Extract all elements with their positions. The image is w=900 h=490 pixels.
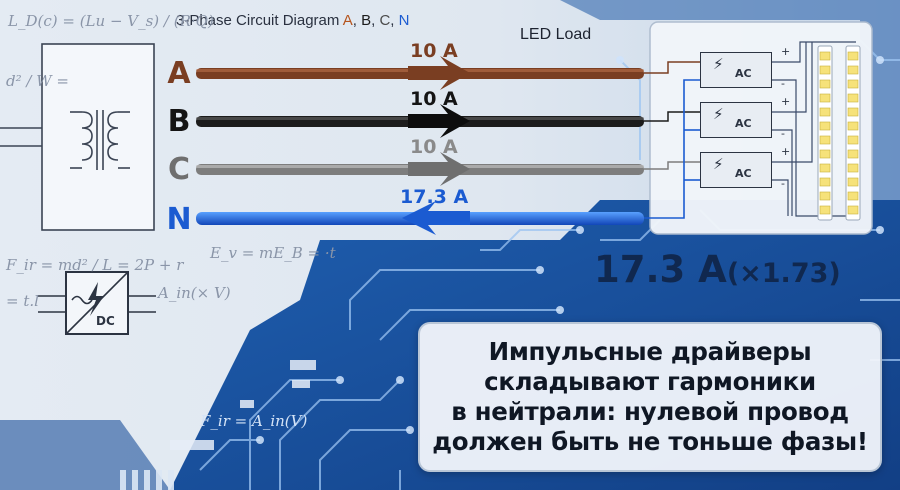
driver-block-1: ⚡ AC + - <box>700 45 790 90</box>
led-chip <box>819 121 831 131</box>
title-phase-a: A <box>342 12 353 29</box>
led-chip <box>847 51 859 61</box>
led-chip <box>847 149 859 159</box>
driver-block-3: ⚡ AC + - <box>700 145 790 190</box>
led-chip <box>819 51 831 61</box>
current-label-n: 17.3 A <box>400 186 469 208</box>
current-label-c: 10 A <box>410 136 458 158</box>
phase-letter-b: B <box>167 104 191 139</box>
title-phase-n: N <box>398 12 410 29</box>
lightning-icon: ⚡ <box>713 155 724 173</box>
diagram-title: 3-Phase Circuit Diagram A, B, C, N <box>176 12 409 29</box>
driver-plus-3: + <box>781 145 791 158</box>
title-phase-c: C <box>379 12 391 29</box>
arrow-n-icon <box>402 201 470 235</box>
led-chip <box>847 205 859 215</box>
led-load-label: LED Load <box>520 26 592 43</box>
lightning-icon <box>88 282 104 316</box>
driver-block-2: ⚡ AC + - <box>700 95 790 140</box>
lightning-icon: ⚡ <box>713 105 724 123</box>
led-chip <box>819 191 831 201</box>
driver-minus-2: - <box>781 127 785 140</box>
led-chip <box>819 177 831 187</box>
title-sep-2: , <box>371 12 380 29</box>
driver-minus-1: - <box>781 77 785 90</box>
driver-label-1: AC <box>735 67 752 80</box>
led-chip <box>847 177 859 187</box>
formula-1: L_D(c) = (Lu − V_s) / (R·Q) <box>8 12 214 30</box>
title-sep-1: , <box>352 12 362 29</box>
led-chip <box>847 107 859 117</box>
phase-letter-n: N <box>166 202 192 237</box>
neutral-total-current: 17.3 A(×1.73) <box>594 248 841 291</box>
phase-letter-c: C <box>167 152 191 187</box>
arrow-b-icon <box>408 104 470 138</box>
led-strip-right <box>845 45 861 221</box>
message-box: Импульсные драйверы складывают гармоники… <box>418 322 882 472</box>
led-chip <box>847 65 859 75</box>
led-chip <box>819 163 831 173</box>
led-chip <box>847 135 859 145</box>
formula-4: E_v = mE_B = ·t <box>210 244 336 262</box>
formula-5: = t.l <box>6 292 39 310</box>
led-chip <box>847 121 859 131</box>
led-strip-left <box>817 45 833 221</box>
arrow-a-icon <box>408 56 470 90</box>
led-chip <box>819 135 831 145</box>
transformer-icon <box>70 110 130 170</box>
led-chip <box>819 149 831 159</box>
formula-2: d² / W = <box>6 72 69 90</box>
driver-label-2: AC <box>735 117 752 130</box>
driver-minus-3: - <box>781 177 785 190</box>
neutral-total-value: 17.3 A <box>594 248 727 291</box>
led-chip <box>847 93 859 103</box>
formula-7: F_ir = A_in(V) <box>200 412 308 430</box>
led-chip <box>847 163 859 173</box>
led-chip <box>847 191 859 201</box>
led-chip <box>819 205 831 215</box>
driver-plus-1: + <box>781 45 791 58</box>
title-phase-b: B <box>361 12 372 29</box>
lightning-icon: ⚡ <box>713 55 724 73</box>
led-chip <box>819 107 831 117</box>
transformer-box <box>0 43 155 231</box>
led-chip <box>819 93 831 103</box>
neutral-total-factor: (×1.73) <box>726 258 841 289</box>
title-sep-3: , <box>390 12 399 29</box>
driver-label-3: AC <box>735 167 752 180</box>
current-label-b: 10 A <box>410 88 458 110</box>
led-chip <box>819 65 831 75</box>
phase-letter-a: A <box>167 56 191 91</box>
formula-3: F_ir = md² / L = 2P + r <box>6 256 184 274</box>
arrow-c-icon <box>408 152 470 186</box>
ac-wave-icon <box>71 295 93 305</box>
driver-plus-2: + <box>781 95 791 108</box>
title-prefix: 3-Phase Circuit Diagram <box>176 12 343 29</box>
dc-converter-label: DC <box>96 314 115 328</box>
formula-6: A_in(× V) <box>158 284 231 302</box>
message-text: Импульсные драйверы складывают гармоники… <box>432 337 868 456</box>
current-label-a: 10 A <box>410 40 458 62</box>
led-chip <box>847 79 859 89</box>
led-chip <box>819 79 831 89</box>
dc-converter <box>38 271 156 335</box>
